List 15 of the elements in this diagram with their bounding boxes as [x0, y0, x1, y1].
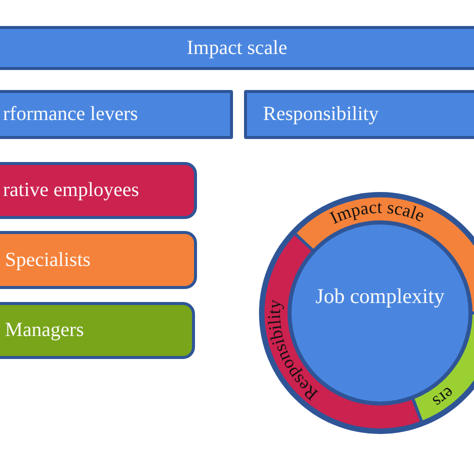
bar-label: Impact scale	[186, 36, 288, 60]
label-bar	[244, 90, 474, 139]
label-bar	[0, 90, 233, 139]
bar-label: rative employees	[3, 179, 140, 202]
bar-label: Specialists	[5, 248, 91, 272]
label-bar	[0, 302, 195, 359]
label-bar	[0, 231, 197, 289]
label-bar	[0, 26, 474, 70]
bar-label: Managers	[5, 319, 84, 342]
bar-label: rformance levers	[3, 103, 138, 126]
center-label: Job complexity	[316, 283, 446, 308]
label-bar	[0, 162, 197, 219]
ring-label: ers	[429, 383, 459, 412]
ring-label: Impact scale	[326, 196, 428, 228]
bar-label: Responsibility	[263, 103, 379, 126]
